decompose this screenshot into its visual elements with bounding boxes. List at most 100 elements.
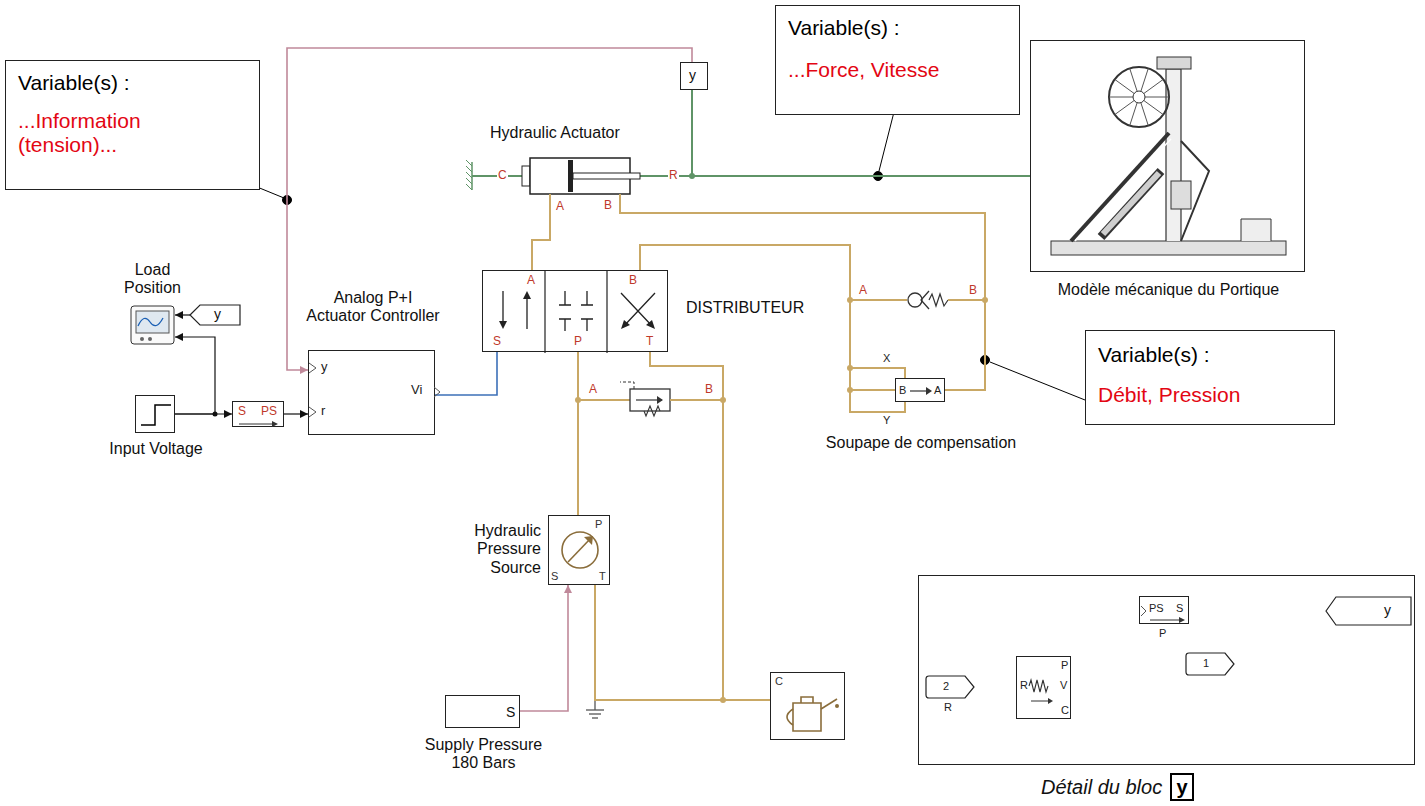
port-label: P <box>1158 627 1167 640</box>
connector <box>520 585 568 711</box>
hydraulic-actuator: Hydraulic Actuator <box>470 150 640 200</box>
node-text: V <box>1060 679 1067 692</box>
scope-block-outline-part <box>131 306 174 344</box>
scope-block-outline-part <box>148 337 152 341</box>
converter-block-outline-part <box>1141 606 1146 616</box>
outport-block-outline-part <box>1186 653 1234 675</box>
port-label: B <box>704 383 714 397</box>
node-title: Modèle mécanique du Portique <box>1016 281 1321 299</box>
goto-block: y <box>680 62 708 90</box>
node-title: Hydraulic Pressure Source <box>449 522 541 577</box>
node-text: B <box>629 274 637 288</box>
goto-tag-outline-part <box>1326 597 1411 625</box>
node-text: S <box>551 570 558 583</box>
converter-block-outline-part <box>272 421 278 427</box>
relief-valve-symbol <box>578 382 723 416</box>
portique-picture: Modèle mécanique du Portique <box>1030 40 1305 272</box>
sensor-block-outline-part <box>1029 680 1048 692</box>
supply-block: SSupply Pressure 180 Bars <box>445 695 520 728</box>
relief-valve-symbol-part <box>630 389 670 411</box>
from-tag-outline-part <box>190 305 240 325</box>
node-title: Input Voltage <box>106 440 206 458</box>
distributor-valve-outline-part <box>621 320 655 329</box>
portique-picture-outline-part <box>1133 91 1145 103</box>
node-title: Variable(s) : <box>788 16 900 40</box>
node-text: Supply Pressure 180 Bars <box>418 736 549 773</box>
check-valve-symbol-part <box>929 294 948 306</box>
callout-box: Variable(s) : ...Force, Vitesse <box>775 5 1020 115</box>
inport-block-outline-part <box>926 676 974 698</box>
tank-block-outline-part <box>835 704 839 708</box>
hydraulic-actuator-outline <box>470 150 640 200</box>
connector <box>284 413 308 414</box>
converter-block-outline-part <box>1179 617 1185 623</box>
pressure-source-outline-part <box>562 532 598 568</box>
check-valve-symbol-part <box>850 299 907 301</box>
controller-block-outline-part <box>434 387 440 397</box>
ground-symbol-part <box>589 713 601 714</box>
node-text: C <box>1061 704 1069 717</box>
node-title: 1 <box>1203 657 1209 670</box>
node-title: PS <box>1149 602 1164 615</box>
node-title: 2 <box>943 680 949 693</box>
scope-block-outline-part <box>138 318 163 326</box>
inport-block: 2 <box>926 676 974 698</box>
connector <box>650 352 770 700</box>
node-title: Variable(s) : <box>1098 343 1210 367</box>
check-valve-symbol <box>850 291 985 309</box>
node-text: A <box>934 384 941 397</box>
portique-picture-outline-part <box>1157 57 1191 69</box>
outport-block: 1 <box>1186 653 1234 675</box>
node-title: Analog P+I Actuator Controller <box>304 289 442 326</box>
distributor-valve-outline-part <box>559 291 593 331</box>
port-label: R <box>943 701 953 714</box>
compensation-valve-outline-part <box>926 387 932 395</box>
node-text: Vi <box>411 383 422 398</box>
connector <box>175 314 190 315</box>
node-text: Débit, Pression <box>1098 383 1240 407</box>
node-text: P <box>595 518 602 531</box>
compensation-valve: Soupape de compensationBA <box>895 378 945 402</box>
port-label: X <box>882 352 891 365</box>
distributor-valve-outline-part <box>545 271 607 353</box>
callout-leader-part <box>990 362 1085 400</box>
connector <box>532 200 550 270</box>
node-title: DISTRIBUTEUR <box>686 299 804 317</box>
node-text: S <box>493 335 501 349</box>
tank-block-outline-part <box>821 699 837 709</box>
ground-symbol-part <box>586 709 604 710</box>
node-title: Load Position <box>110 261 195 298</box>
node-title: Hydraulic Actuator <box>490 124 620 142</box>
portique-picture-outline-part <box>1241 219 1271 241</box>
node-text: ...Force, Vitesse <box>788 58 939 82</box>
node-text: T <box>599 570 606 583</box>
scope-block: Load Position <box>130 305 175 345</box>
hydraulic-actuator-outline-part <box>466 160 472 190</box>
node-text: P <box>1061 659 1068 672</box>
callout-box: Variable(s) : Débit, Pression <box>1085 330 1335 425</box>
relief-valve-symbol-part <box>670 399 723 401</box>
check-valve-symbol-part <box>921 291 929 309</box>
pressure-source: Hydraulic Pressure SourcePST <box>548 515 610 585</box>
pilot-line-part <box>850 368 905 378</box>
tank-block-outline-part <box>793 703 821 731</box>
step-source-outline-part <box>141 405 171 425</box>
relief-valve-symbol-part <box>578 399 630 401</box>
connector <box>620 200 985 390</box>
sensor-block: RVPC <box>1016 656 1071 719</box>
port-label: A <box>588 383 598 397</box>
node-title: C <box>775 675 783 688</box>
portique-picture-outline-part <box>1109 67 1169 127</box>
node-title: y <box>1384 602 1391 618</box>
ground-symbol <box>586 700 604 718</box>
hydraulic-actuator-outline-part <box>568 160 573 192</box>
connector <box>175 337 215 414</box>
step-source-outline <box>136 396 174 432</box>
port-label: A <box>858 284 868 298</box>
converter-block-outline-part <box>239 424 275 425</box>
connector <box>640 90 692 176</box>
tank-block-outline-part <box>801 697 813 703</box>
connector <box>287 48 692 370</box>
port-label: B <box>603 199 613 213</box>
converter-block-outline-part <box>1150 620 1182 621</box>
